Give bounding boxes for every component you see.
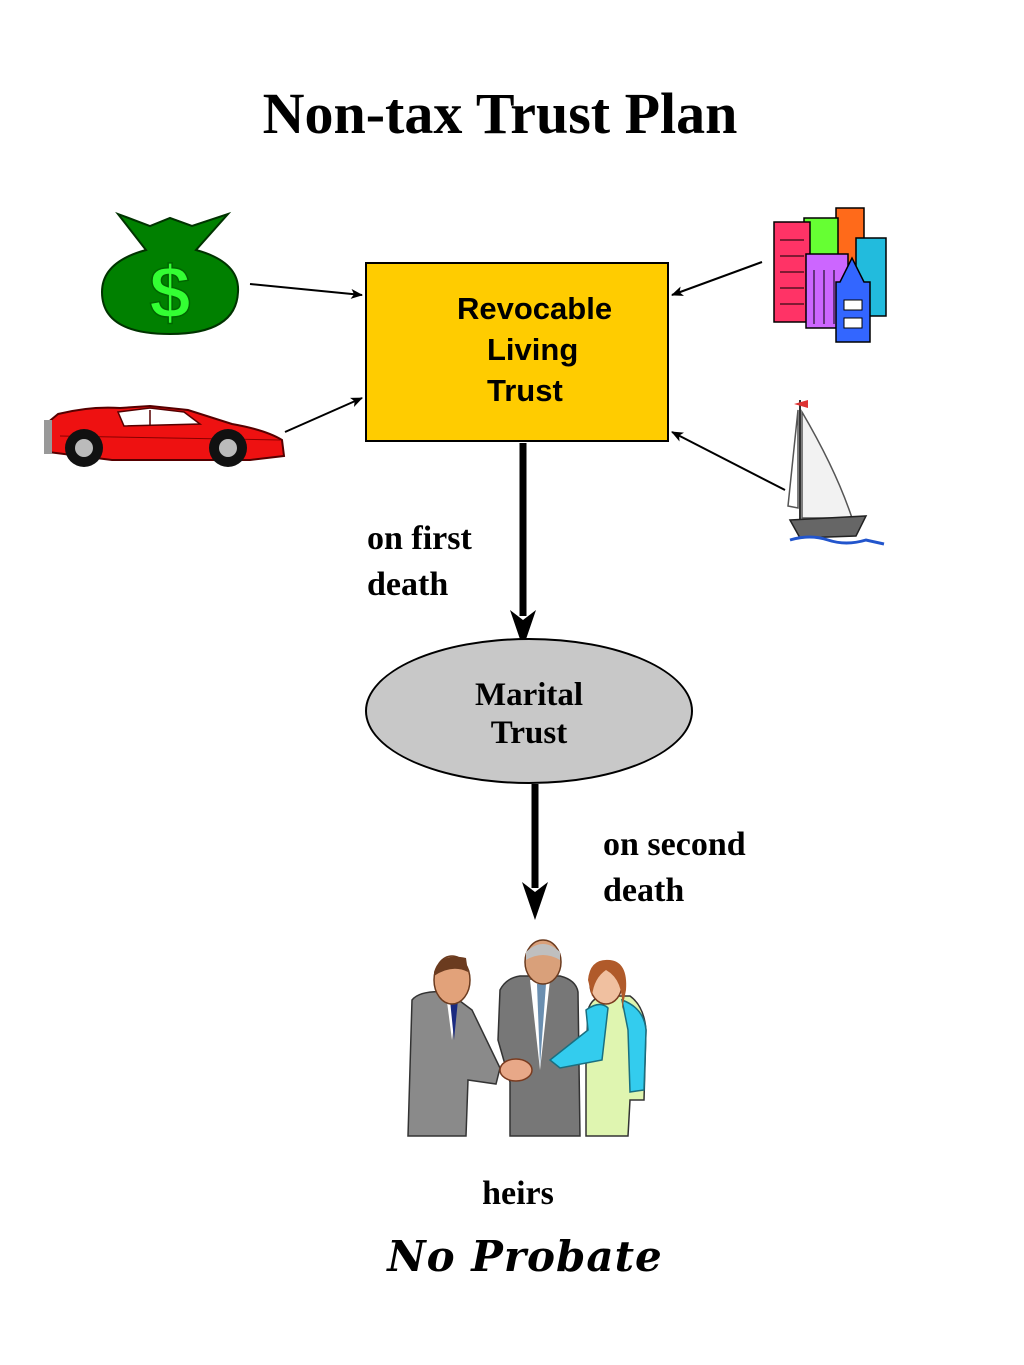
revocable-living-trust-label: Revocable Living Trust <box>457 288 612 411</box>
rlt-line-2: Living <box>487 332 579 367</box>
marital-trust-ellipse: Marital Trust <box>365 638 693 784</box>
no-probate-footer: No Probate <box>387 1232 663 1281</box>
marital-line-2: Trust <box>490 715 568 751</box>
first-death-line-2: death <box>367 566 449 603</box>
first-death-line-1: on first <box>367 520 472 557</box>
first-death-note: on first death <box>367 516 472 608</box>
svg-text:$: $ <box>149 251 190 334</box>
page-title: Non-tax Trust Plan <box>262 81 738 146</box>
second-death-arrow <box>522 784 548 920</box>
boat-to-trust-arrow <box>671 431 786 491</box>
buildings-to-trust-arrow <box>671 261 763 296</box>
first-death-arrow <box>510 443 536 648</box>
second-death-line-2: death <box>603 872 685 909</box>
marital-line-1: Marital <box>474 677 584 713</box>
rlt-line-1: Revocable <box>457 291 613 326</box>
second-death-note: on second death <box>603 822 746 914</box>
revocable-living-trust-box: Revocable Living Trust <box>365 262 669 442</box>
second-death-line-1: on second <box>603 826 746 863</box>
car-to-trust-arrow <box>284 397 363 433</box>
marital-trust-label: Marital Trust <box>367 676 691 752</box>
heirs-label: heirs <box>482 1175 554 1212</box>
rlt-line-3: Trust <box>487 373 563 408</box>
money-to-trust-arrow <box>249 283 363 299</box>
